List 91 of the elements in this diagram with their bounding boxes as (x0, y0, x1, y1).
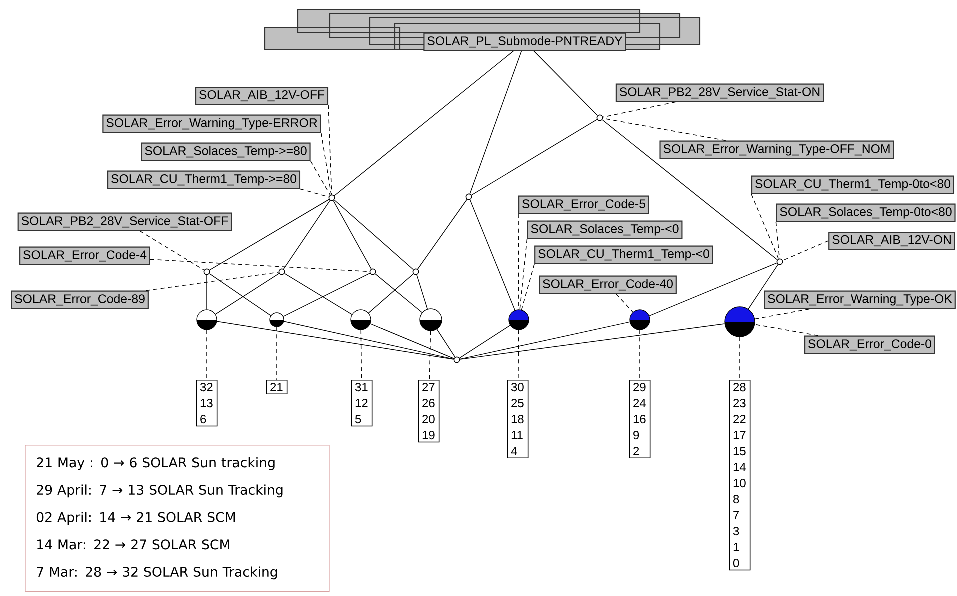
object-list-box: 29 24 16 9 2 (629, 380, 651, 458)
lattice-line (460, 324, 726, 360)
dashed-link (300, 188, 330, 198)
lattice-line (534, 50, 598, 116)
concept-point (370, 268, 376, 276)
attribute-label: SOLAR_PB2_28V_Service_Stat-OFF (18, 212, 232, 232)
dashed-link (206, 330, 208, 380)
lattice-line (470, 200, 516, 311)
attribute-label: SOLAR_Solaces_Temp-0to<80 (776, 204, 956, 222)
concept-point (412, 268, 420, 276)
attribute-label: SOLAR_Error_Code-0 (804, 336, 936, 354)
dashed-link (602, 102, 676, 118)
object-list-box: 21 (266, 380, 288, 394)
attribute-label: SOLAR_Error_Code-89 (11, 290, 149, 310)
attribute-label: SOLAR_AIB_12V-OFF (195, 86, 329, 106)
concept-ball (350, 310, 372, 330)
concept-point (278, 268, 286, 276)
lattice-line (649, 262, 778, 316)
lattice-line (470, 50, 522, 194)
dashed-link (429, 330, 432, 380)
dashed-link (310, 160, 331, 196)
concept-ball (630, 310, 650, 330)
lattice-line (333, 200, 372, 270)
lattice-line (216, 321, 454, 360)
lattice-line (370, 324, 454, 360)
concept-ball (508, 310, 530, 330)
concept-point (204, 268, 210, 276)
concept-ball (420, 308, 442, 332)
lattice-line (471, 119, 598, 196)
lattice-line (209, 199, 330, 271)
lattice-line (283, 200, 331, 270)
attribute-label: SOLAR_CU_Therm1_Temp->=80 (108, 170, 301, 190)
dashed-link (616, 294, 634, 313)
lattice-line (436, 329, 456, 358)
lattice-line (602, 120, 778, 260)
attribute-label: SOLAR_Error_Code-5 (518, 196, 650, 214)
attribute-label: SOLAR_PB2_28V_Service_Stat-ON (616, 84, 824, 102)
object-list-box: 30 25 18 11 4 (507, 380, 529, 458)
concept-ball (724, 306, 756, 338)
lattice-line (334, 200, 414, 270)
dashed-link (520, 238, 528, 310)
lattice-line (417, 199, 468, 270)
attribute-label: SOLAR_Solaces_Temp->=80 (141, 142, 311, 162)
attribute-label: SOLAR_AIB_12V-ON (828, 232, 956, 250)
object-list-box: 27 26 20 19 (418, 380, 440, 443)
dashed-link (140, 230, 205, 271)
object-list-box: 32 13 6 (196, 380, 218, 427)
lattice-line (209, 273, 272, 316)
dashed-link (360, 330, 362, 380)
dashed-link (751, 194, 780, 260)
concept-ball (196, 310, 218, 330)
lattice-line (375, 274, 423, 314)
lattice-line (206, 274, 208, 310)
dashed-link (518, 330, 520, 380)
attribute-label: SOLAR_Error_Code-4 (20, 246, 150, 266)
concept-ball (270, 312, 284, 328)
attribute-label: SOLAR_Error_Code-40 (539, 276, 677, 294)
attribute-label: SOLAR_CU_Therm1_Temp-<0 (534, 246, 714, 264)
concept-point (466, 194, 472, 200)
attribute-label: SOLAR_Error_Warning_Type-OK (764, 290, 956, 310)
dashed-link (754, 324, 818, 336)
dashed-link (328, 104, 332, 196)
dashed-link (146, 272, 280, 292)
lattice-line (459, 325, 511, 359)
attribute-label: SOLAR_Error_Warning_Type-ERROR (102, 114, 322, 134)
attribute-label: SOLAR_PL_Submode-PNTREADY (424, 32, 626, 52)
concept-point (776, 258, 784, 266)
attribute-label: SOLAR_CU_Therm1_Temp-0to<80 (752, 176, 954, 194)
dashed-link (521, 264, 535, 310)
lattice-line (283, 273, 371, 318)
attribute-label: SOLAR_Error_Warning_Type-OFF_NOM (660, 140, 894, 160)
object-list-box: 31 12 5 (351, 380, 373, 427)
dashed-link (782, 240, 829, 262)
lattice-line (416, 274, 428, 310)
attribute-label: SOLAR_Solaces_Temp-<0 (527, 220, 683, 240)
dashed-link (754, 308, 810, 320)
lattice-line (334, 50, 514, 196)
lattice-line (215, 273, 280, 315)
concept-point (596, 114, 604, 122)
object-list-box: 28 23 22 17 15 14 10 8 7 3 1 0 (729, 380, 751, 571)
dashed-link (776, 222, 780, 260)
lattice-line (368, 274, 414, 314)
lattice-line (748, 264, 779, 310)
lattice-line (284, 321, 454, 360)
note-box: 21 May : 0 → 6 SOLAR Sun tracking 29 April: 7 → 13 SOLAR Sun Tracking 02 April: 14 → 21 SOLAR SCM 14 Mar: 22 → 27 SOLAR SCM 7 Mar: 28 → 32 SOLAR Sun Tracking (25, 445, 330, 592)
lattice-line (460, 322, 630, 360)
dashed-link (321, 132, 332, 196)
concept-point (454, 356, 460, 364)
concept-point (328, 194, 336, 202)
dashed-link (276, 326, 278, 380)
lattice-line (284, 273, 353, 315)
